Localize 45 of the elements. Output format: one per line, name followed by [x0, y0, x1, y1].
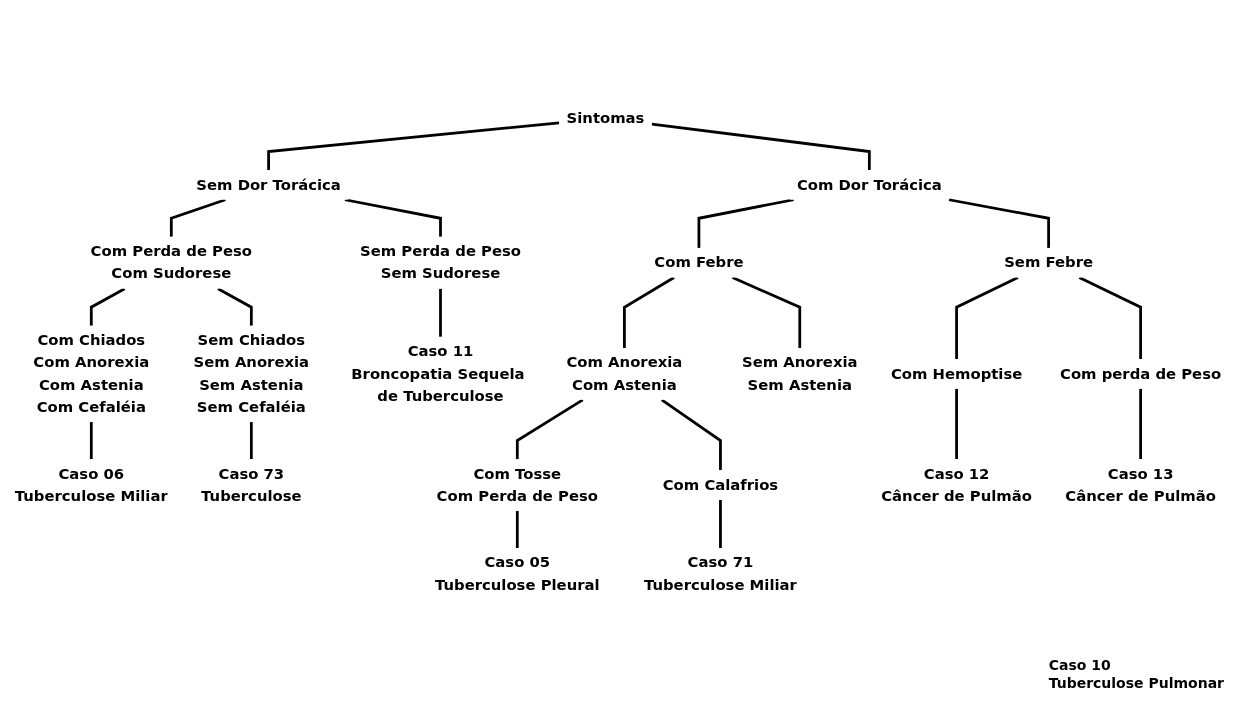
- node-text: Com Dor Torácica: [796, 176, 942, 194]
- node-text: Caso 05 Tuberculose Pleural: [435, 553, 600, 594]
- node-text: Sem Chiados Sem Anorexia Sem Astenia Sem Cefaléia: [193, 331, 310, 416]
- node-text: Sintomas: [566, 109, 645, 127]
- connector: [267, 121, 560, 171]
- connector: [651, 123, 871, 171]
- note-text: Tuberculose Pulmonar: [1048, 673, 1224, 692]
- node-text: Caso 12 Câncer de Pulmão: [881, 465, 1032, 505]
- node-text: Caso 06 Tuberculose Miliar: [14, 465, 168, 505]
- connector: [660, 399, 722, 471]
- node-text: Sem Febre: [1004, 253, 1094, 272]
- node-text: Com Chiados Com Anorexia Com Astenia Com Cefaléia: [33, 331, 150, 416]
- node-text: Com Hemoptise: [890, 364, 1023, 383]
- connector: [1078, 276, 1142, 360]
- connector: [719, 500, 722, 549]
- node-text: Com perda de Peso: [1060, 364, 1222, 383]
- connector: [731, 276, 802, 349]
- connector: [169, 198, 226, 238]
- connector: [515, 511, 519, 549]
- connector: [1139, 389, 1142, 460]
- connector: [955, 276, 1019, 360]
- node-text: Com Perda de Peso Com Sudorese: [90, 242, 253, 283]
- node-text: Caso 11 Broncopatia Sequela de Tuberculose: [351, 342, 525, 405]
- connector: [623, 276, 675, 349]
- connector: [439, 289, 442, 338]
- node-text: Sem Anorexia Sem Astenia: [742, 353, 858, 394]
- note-text: Caso 10: [1048, 655, 1112, 674]
- node-text: Com Calafrios: [662, 476, 779, 494]
- node-text: Caso 73 Tuberculose: [201, 465, 302, 505]
- node-text: Sem Dor Torácica: [196, 176, 341, 194]
- connector: [697, 198, 794, 249]
- connector: [249, 422, 253, 460]
- node-text: Caso 13 Câncer de Pulmão: [1065, 465, 1216, 505]
- connector: [217, 287, 253, 327]
- node-text: Caso 71 Tuberculose Miliar: [643, 553, 797, 594]
- connector: [955, 389, 958, 460]
- connector: [515, 398, 584, 460]
- connector: [89, 287, 126, 327]
- node-text: Com Febre: [654, 253, 744, 272]
- connector: [344, 198, 442, 238]
- node-text: Sem Perda de Peso Sem Sudorese: [359, 242, 522, 283]
- connector: [89, 422, 93, 460]
- node-text: Com Anorexia Com Astenia: [566, 353, 683, 394]
- connector: [948, 198, 1050, 249]
- node-text: Com Tosse Com Perda de Peso: [436, 465, 598, 505]
